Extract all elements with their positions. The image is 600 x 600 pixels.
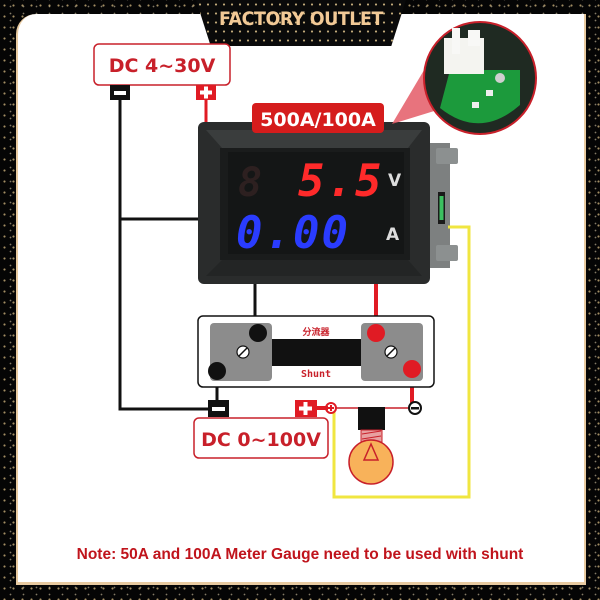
current-reading: 0.00 [236,208,350,259]
current-unit: A [386,225,400,245]
load-negative-terminal [208,400,229,417]
load-positive-node [325,402,337,414]
svg-text:8: 8 [238,160,262,206]
light-bulb-icon [348,407,394,485]
shunt: 分流器 Shunt [197,315,435,388]
power-negative-terminal [110,85,130,100]
banner [196,0,406,46]
yellow-wire [332,225,471,499]
voltage-unit: V [388,171,402,191]
power-positive-terminal [196,85,216,100]
voltmeter-ammeter: 8 5.5 V 0.00 A [198,122,458,284]
banner-title: FACTORY OUTLET [219,8,383,30]
voltage-reading: 5.5 [298,156,383,207]
connector-inset [392,21,537,135]
svg-text:500A/100A: 500A/100A [260,109,376,131]
load-positive-terminal [295,400,328,417]
shunt-label: Shunt [301,369,331,380]
model-badge: 500A/100A [252,103,384,133]
svg-text:DC 0~100V: DC 0~100V [201,429,321,451]
svg-text:DC 4~30V: DC 4~30V [109,55,216,77]
shunt-negative-node [408,401,422,415]
load-supply-label: DC 0~100V [193,417,329,459]
power-supply-label: DC 4~30V [93,43,231,86]
shunt-note: Note: 50A and 100A Meter Gauge need to b… [76,546,524,563]
shunt-chinese-label: 分流器 [302,326,330,338]
